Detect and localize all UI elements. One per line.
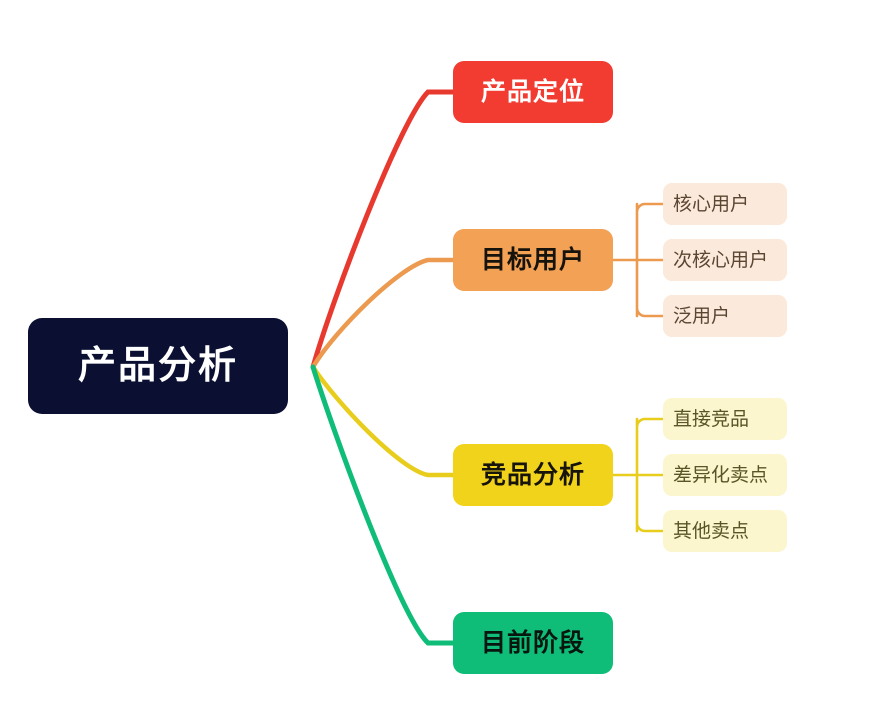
edge-root-to-target-users	[310, 257, 456, 370]
leaf-node-core-users[interactable]: 核心用户	[663, 183, 787, 225]
leaf-node-differentiated-selling-points[interactable]: 差异化卖点	[663, 454, 787, 496]
branch-node-label: 产品定位	[480, 77, 585, 106]
branch-node-label: 竞品分析	[480, 460, 585, 489]
leaf-node-label: 其他卖点	[673, 520, 750, 542]
leaf-node-label: 泛用户	[673, 305, 731, 327]
branch-node-label: 目前阶段	[480, 628, 585, 657]
root-node-label: 产品分析	[77, 345, 238, 387]
edge-target-users-bracket	[611, 202, 665, 318]
edge-competitor-analysis-bracket	[611, 417, 665, 533]
leaf-node-other-selling-points[interactable]: 其他卖点	[663, 510, 787, 552]
edge-root-to-positioning	[310, 89, 456, 370]
branch-node-label: 目标用户	[480, 245, 585, 274]
leaf-node-direct-competitors[interactable]: 直接竞品	[663, 398, 787, 440]
branch-node-target-users[interactable]: 目标用户	[453, 229, 613, 291]
branch-node-competitor-analysis[interactable]: 竞品分析	[453, 444, 613, 506]
leaf-node-label: 直接竞品	[673, 408, 750, 430]
root-node[interactable]: 产品分析	[28, 318, 288, 414]
leaf-node-label: 差异化卖点	[673, 464, 769, 486]
leaf-node-label: 核心用户	[673, 193, 750, 215]
leaf-node-general-users[interactable]: 泛用户	[663, 295, 787, 337]
edge-root-to-competitor-analysis	[310, 364, 456, 478]
branch-node-current-stage[interactable]: 目前阶段	[453, 612, 613, 674]
edge-root-to-current-stage	[310, 364, 456, 646]
leaf-node-secondary-core-users[interactable]: 次核心用户	[663, 239, 787, 281]
leaf-node-label: 次核心用户	[673, 249, 769, 271]
branch-node-product-positioning[interactable]: 产品定位	[453, 61, 613, 123]
